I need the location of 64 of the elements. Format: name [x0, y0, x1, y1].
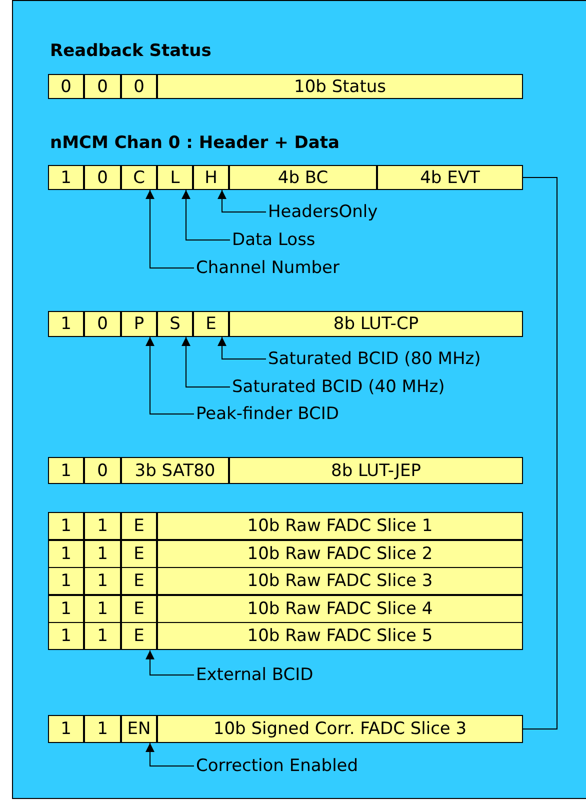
- bit-field: 1: [84, 715, 121, 743]
- section-heading: nMCM Chan 0 : Header + Data: [50, 133, 340, 153]
- bit-field: E: [121, 512, 157, 540]
- bit-field: 10b Raw FADC Slice 4: [157, 594, 523, 623]
- bit-field: 8b LUT-JEP: [229, 457, 523, 484]
- connector-line: [522, 177, 558, 730]
- field-annotation: Correction Enabled: [196, 755, 358, 777]
- bit-field: 1: [48, 311, 84, 337]
- leader-arrow: [182, 190, 230, 240]
- bit-field: 1: [84, 512, 121, 540]
- field-annotation: HeadersOnly: [268, 201, 378, 223]
- field-annotation: Peak-finder BCID: [196, 403, 339, 425]
- bit-field: E: [121, 540, 157, 568]
- bit-field: E: [121, 594, 157, 623]
- bit-field: 3b SAT80: [121, 457, 229, 484]
- bit-field: 1: [48, 512, 84, 540]
- bit-field: 0: [121, 74, 157, 99]
- bit-field: 1: [48, 715, 84, 743]
- bit-field: 10b Raw FADC Slice 3: [157, 567, 523, 596]
- bit-field: 1: [48, 594, 84, 623]
- leader-arrow: [146, 742, 194, 766]
- bit-field: P: [121, 311, 157, 337]
- leader-arrow: [218, 190, 266, 212]
- bit-field: 4b EVT: [377, 165, 523, 190]
- bit-field: 1: [84, 567, 121, 596]
- bit-field: 0: [84, 311, 121, 337]
- bit-field: 0: [84, 457, 121, 484]
- bit-field: 1: [48, 457, 84, 484]
- bit-field: 10b Signed Corr. FADC Slice 3: [157, 715, 523, 743]
- bit-field: 10b Status: [157, 74, 523, 99]
- field-annotation: Data Loss: [232, 229, 316, 251]
- leader-arrow: [182, 336, 230, 388]
- leader-arrow: [146, 650, 194, 676]
- bit-field: 10b Raw FADC Slice 2: [157, 540, 523, 568]
- bit-field: 1: [84, 540, 121, 568]
- leader-arrow: [218, 336, 266, 360]
- bit-field: 1: [84, 622, 121, 650]
- bit-field: 0: [84, 74, 121, 99]
- bit-field: L: [157, 165, 193, 190]
- bit-field: S: [157, 311, 193, 337]
- field-annotation: External BCID: [196, 664, 314, 686]
- bit-field: 1: [48, 567, 84, 596]
- field-annotation: Channel Number: [196, 257, 340, 279]
- bit-field: EN: [121, 715, 157, 743]
- bit-field: E: [193, 311, 229, 337]
- bit-field: E: [121, 622, 157, 650]
- bit-field: 1: [84, 594, 121, 623]
- bit-field: 10b Raw FADC Slice 1: [157, 512, 523, 540]
- section-heading: Readback Status: [50, 41, 212, 61]
- bit-field: E: [121, 567, 157, 596]
- bit-field: C: [121, 165, 157, 190]
- bit-field: 0: [84, 165, 121, 190]
- bit-field: 4b BC: [229, 165, 377, 190]
- bit-field: 0: [48, 74, 84, 99]
- leader-arrow: [146, 190, 194, 268]
- bit-field: 1: [48, 165, 84, 190]
- bit-field: 8b LUT-CP: [229, 311, 523, 337]
- bit-field: 1: [48, 540, 84, 568]
- bit-field: 10b Raw FADC Slice 5: [157, 622, 523, 650]
- bit-field: H: [193, 165, 229, 190]
- bit-field: 1: [48, 622, 84, 650]
- leader-arrow: [146, 336, 194, 414]
- field-annotation: Saturated BCID (80 MHz): [268, 348, 481, 370]
- field-annotation: Saturated BCID (40 MHz): [232, 376, 445, 398]
